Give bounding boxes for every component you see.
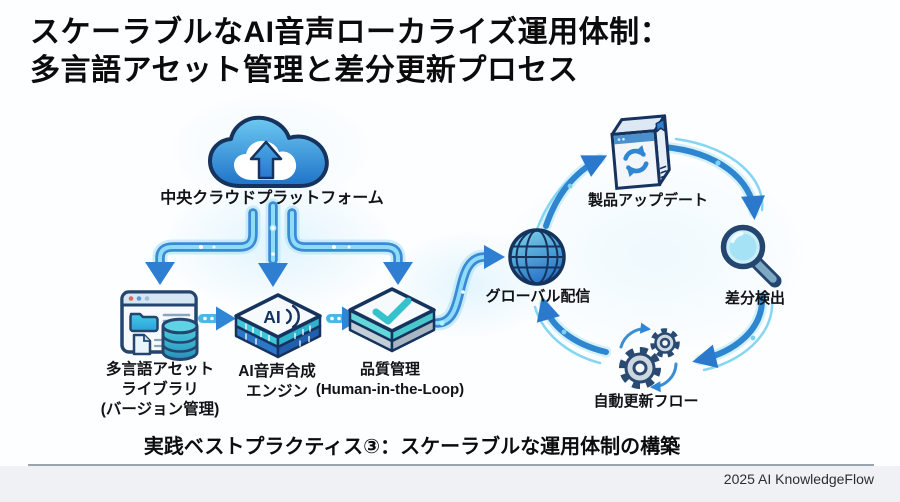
cloud-label: 中央クラウドプラットフォーム [160,190,384,207]
quality-label: 品質管理 (Human-in-the-Loop) [315,361,465,398]
document-icon [132,333,152,356]
arrowhead-down [145,262,175,285]
checkmark-icon [372,297,412,325]
flow-pipe-to-globe [429,245,505,331]
software-box-refresh-icon [610,114,671,190]
cloud-upload-icon [208,115,329,188]
arrowhead-right [484,245,505,269]
refresh-icon [623,145,649,177]
slide-title: スケーラブルなAI音声ローカライズ運用体制： 多言語アセット管理と差分更新プロセ… [30,14,670,90]
footer-strip [0,466,900,502]
cycle-arrow-update-to-diff [658,137,765,220]
distribution-label: グローバル配信 [485,288,591,305]
title-line-2: 多言語アセット管理と差分更新プロセス [30,54,579,87]
cycle-arrow-auto-to-globe [533,296,612,365]
magnifier-icon [720,224,782,288]
ribbon-icon [655,118,666,133]
gear-small [650,328,680,358]
product-update-label: 製品アップデート [587,192,709,209]
asset-library-icon [120,290,199,361]
gears-icon [619,322,680,393]
folder-icon [129,312,159,333]
globe-icon [508,228,566,286]
footer-credit: 2025 AI KnowledgeFlow [723,471,874,487]
database-icon [161,317,199,361]
auto-update-label: 自動更新フロー [593,393,699,410]
cloud-branch-arrows [145,198,413,287]
title-line-1: スケーラブルなAI音声ローカライズ運用体制： [30,16,671,49]
pipe-sparkles [199,224,351,256]
bottom-caption: 実践ベストプラクティス③：スケーラブルな運用体制の構築 [143,436,681,458]
chip-ai-text: AI [263,307,281,327]
footer-divider [28,464,874,466]
tts-engine-label: AI音声合成 エンジン [238,363,316,400]
quality-check-icon [348,287,436,353]
cycle-arrow-globe-to-update [534,153,608,234]
sound-waves-icon [285,304,300,329]
diff-detection-label: 差分検出 [724,290,786,307]
library-label: 多言語アセット ライブラリ (バージョン管理) [100,361,220,418]
ai-voice-chip-icon: AI [234,293,322,359]
cycle-arrow-diff-to-auto [692,290,774,372]
arrowhead-down [258,263,288,287]
gear-large [619,347,661,389]
pipeline-arrow-library-to-tts [198,306,236,331]
arrowhead-down [383,262,413,285]
upload-arrow [249,140,283,180]
